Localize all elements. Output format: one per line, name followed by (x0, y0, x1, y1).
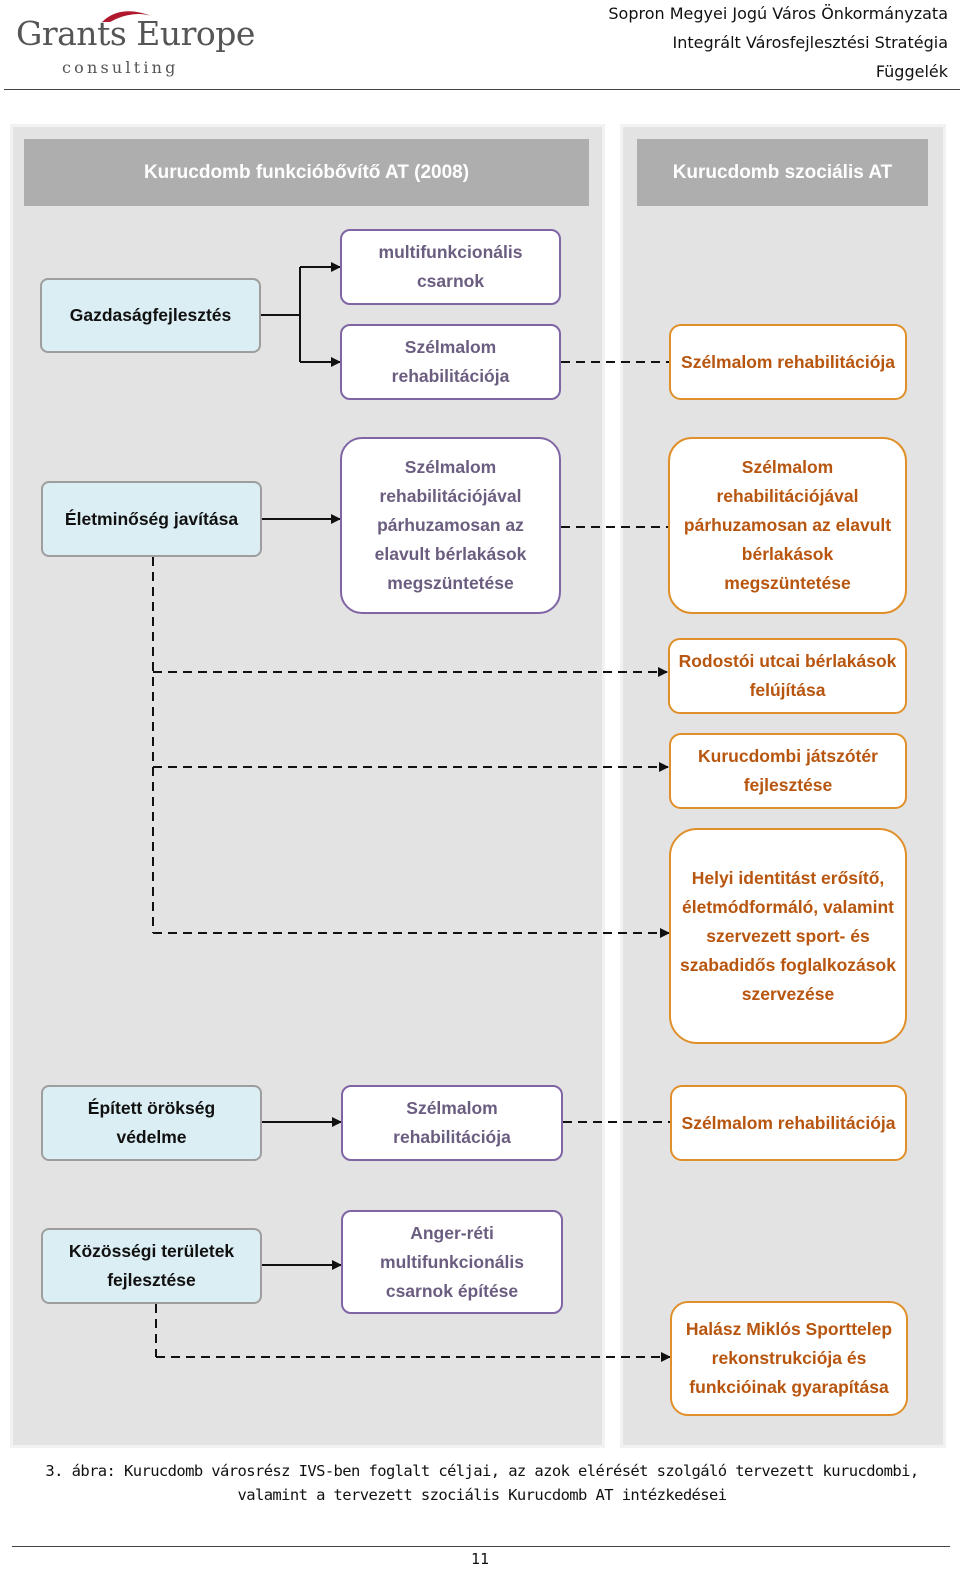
figure-caption: 3. ábra: Kurucdomb városrész IVS-ben fog… (45, 1462, 919, 1504)
action-anger-reti-csarnok: Anger-réti multifunkcionális csarnok épí… (341, 1210, 563, 1314)
social-kurucdombi-jatszoter: Kurucdombi játszótér fejlesztése (669, 733, 907, 809)
header-divider (4, 89, 960, 90)
right-panel-title: Kurucdomb szociális AT (637, 139, 928, 206)
header-line-2: Integrált Városfejlesztési Stratégia (672, 33, 948, 52)
logo-sub-text: consulting (62, 58, 179, 77)
goal-gazdasagfejlesztes: Gazdaságfejlesztés (40, 278, 261, 353)
social-halasz-miklos-sporttelep: Halász Miklós Sporttelep rekonstrukciója… (670, 1301, 908, 1416)
header-line-1: Sopron Megyei Jogú Város Önkormányzata (608, 4, 948, 23)
grants-europe-logo: Grants Europe consulting (16, 6, 255, 78)
goal-kozossegi-teruletek: Közösségi területek fejlesztése (41, 1228, 262, 1304)
social-helyi-identitas-foglalkozasok: Helyi identitást erősítő, életmódformáló… (669, 828, 907, 1044)
logo-main-text: Grants Europe (16, 14, 255, 53)
page-number: 11 (470, 1550, 490, 1568)
action-szelmalom-rehabilitacio-2: Szélmalom rehabilitációja (341, 1085, 563, 1161)
social-szelmalom-rehabilitacio: Szélmalom rehabilitációja (669, 324, 907, 400)
goal-eletminoseg-javitasa: Életminőség javítása (41, 481, 262, 557)
header-line-3: Függelék (875, 62, 948, 81)
goal-epitett-orokseg-vedelme: Épített örökség védelme (41, 1085, 262, 1161)
social-berlakasok-megszuntetese: Szélmalom rehabilitációjával párhuzamosa… (668, 437, 907, 614)
action-szelmalom-rehabilitacio: Szélmalom rehabilitációja (340, 324, 561, 400)
social-rodostoi-berlakasok: Rodostói utcai bérlakások felújítása (668, 638, 907, 714)
social-szelmalom-rehabilitacio-2: Szélmalom rehabilitációja (670, 1085, 907, 1161)
action-multifunkcionalis-csarnok: multifunkcionális csarnok (340, 229, 561, 305)
logo-swoosh-icon (102, 11, 152, 22)
left-panel-title: Kurucdomb funkcióbővítő AT (2008) (24, 139, 589, 206)
footer-divider (12, 1546, 950, 1547)
action-berlakasok-megszuntetese: Szélmalom rehabilitációjával párhuzamosa… (340, 437, 561, 614)
